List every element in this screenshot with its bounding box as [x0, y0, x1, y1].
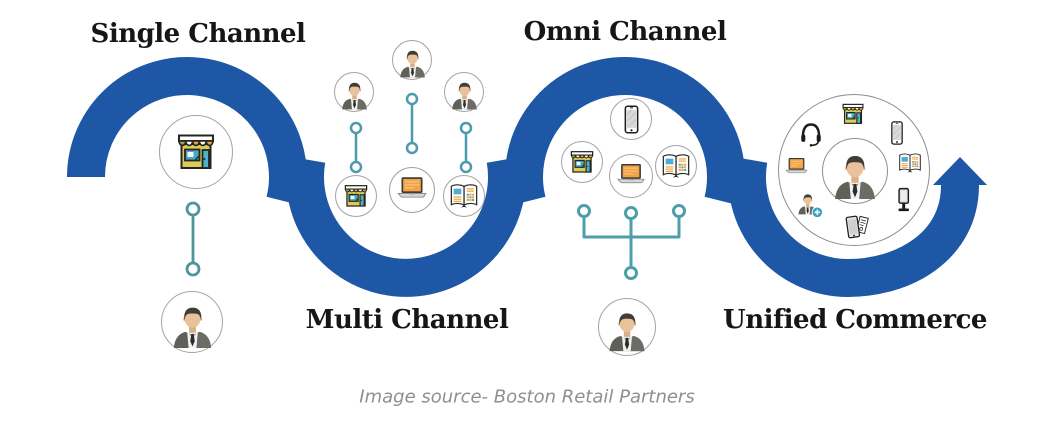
connector-omni-merge: [577, 204, 686, 280]
wave-valley-unified-commerce: [727, 156, 979, 298]
catalog-icon: [448, 180, 480, 212]
unified-commerce-title: Unified Commerce: [723, 305, 987, 335]
headset-icon: [798, 121, 824, 147]
storefront-icon: [839, 100, 867, 128]
businessman-icon: [605, 308, 649, 352]
laptop-icon: [614, 159, 648, 193]
businessman-icon: [449, 79, 480, 110]
storefront-icon: [172, 128, 220, 176]
wave-valley-multi-channel: [286, 156, 526, 297]
omni-customer-bubble: [598, 298, 656, 356]
laptop-icon: [783, 154, 810, 181]
person-add-icon: [796, 191, 824, 219]
businessman-icon: [169, 302, 216, 349]
connector-multi-middle: [405, 92, 419, 155]
omni-smartphone-bubble: [610, 98, 652, 140]
storefront-icon: [341, 181, 371, 211]
omni-storefront-bubble: [561, 141, 603, 183]
businessman-icon: [830, 150, 880, 200]
wave-arch-omni-channel: [505, 56, 745, 206]
businessman-icon: [397, 47, 428, 78]
connector-single-store-to-customer: [185, 201, 201, 277]
single-channel-title: Single Channel: [90, 19, 306, 49]
arrow-up-icon: [933, 157, 987, 185]
connector-multi-right: [459, 121, 473, 174]
connector-multi-left: [349, 121, 363, 174]
businessman-icon: [339, 79, 370, 110]
omni-laptop-bubble: [609, 154, 653, 198]
image-source-caption: Image source- Boston Retail Partners: [359, 386, 695, 408]
single-storefront-bubble: [159, 115, 233, 189]
multi-laptop-bubble: [389, 167, 435, 213]
storefront-icon: [567, 147, 597, 177]
kiosk-icon: [890, 186, 918, 214]
omni-catalog-bubble: [655, 145, 697, 187]
multi-customer-bubble-left: [334, 72, 374, 112]
catalog-icon: [897, 150, 923, 176]
smartphone-icon: [616, 104, 647, 135]
wave-arch-single-channel: [67, 56, 307, 206]
omni-channel-title: Omni Channel: [523, 17, 727, 47]
unified-customer-bubble: [822, 138, 888, 204]
multi-storefront-bubble: [335, 175, 377, 217]
smartphone-icon: [884, 120, 910, 146]
mobile-payment-icon: [841, 212, 871, 242]
catalog-icon: [660, 150, 692, 182]
multi-catalog-bubble: [443, 175, 485, 217]
multi-customer-bubble-right: [444, 72, 484, 112]
single-customer-bubble: [161, 291, 223, 353]
multi-customer-bubble-middle: [392, 40, 432, 80]
multi-channel-title: Multi Channel: [305, 305, 509, 335]
laptop-icon: [394, 172, 430, 208]
